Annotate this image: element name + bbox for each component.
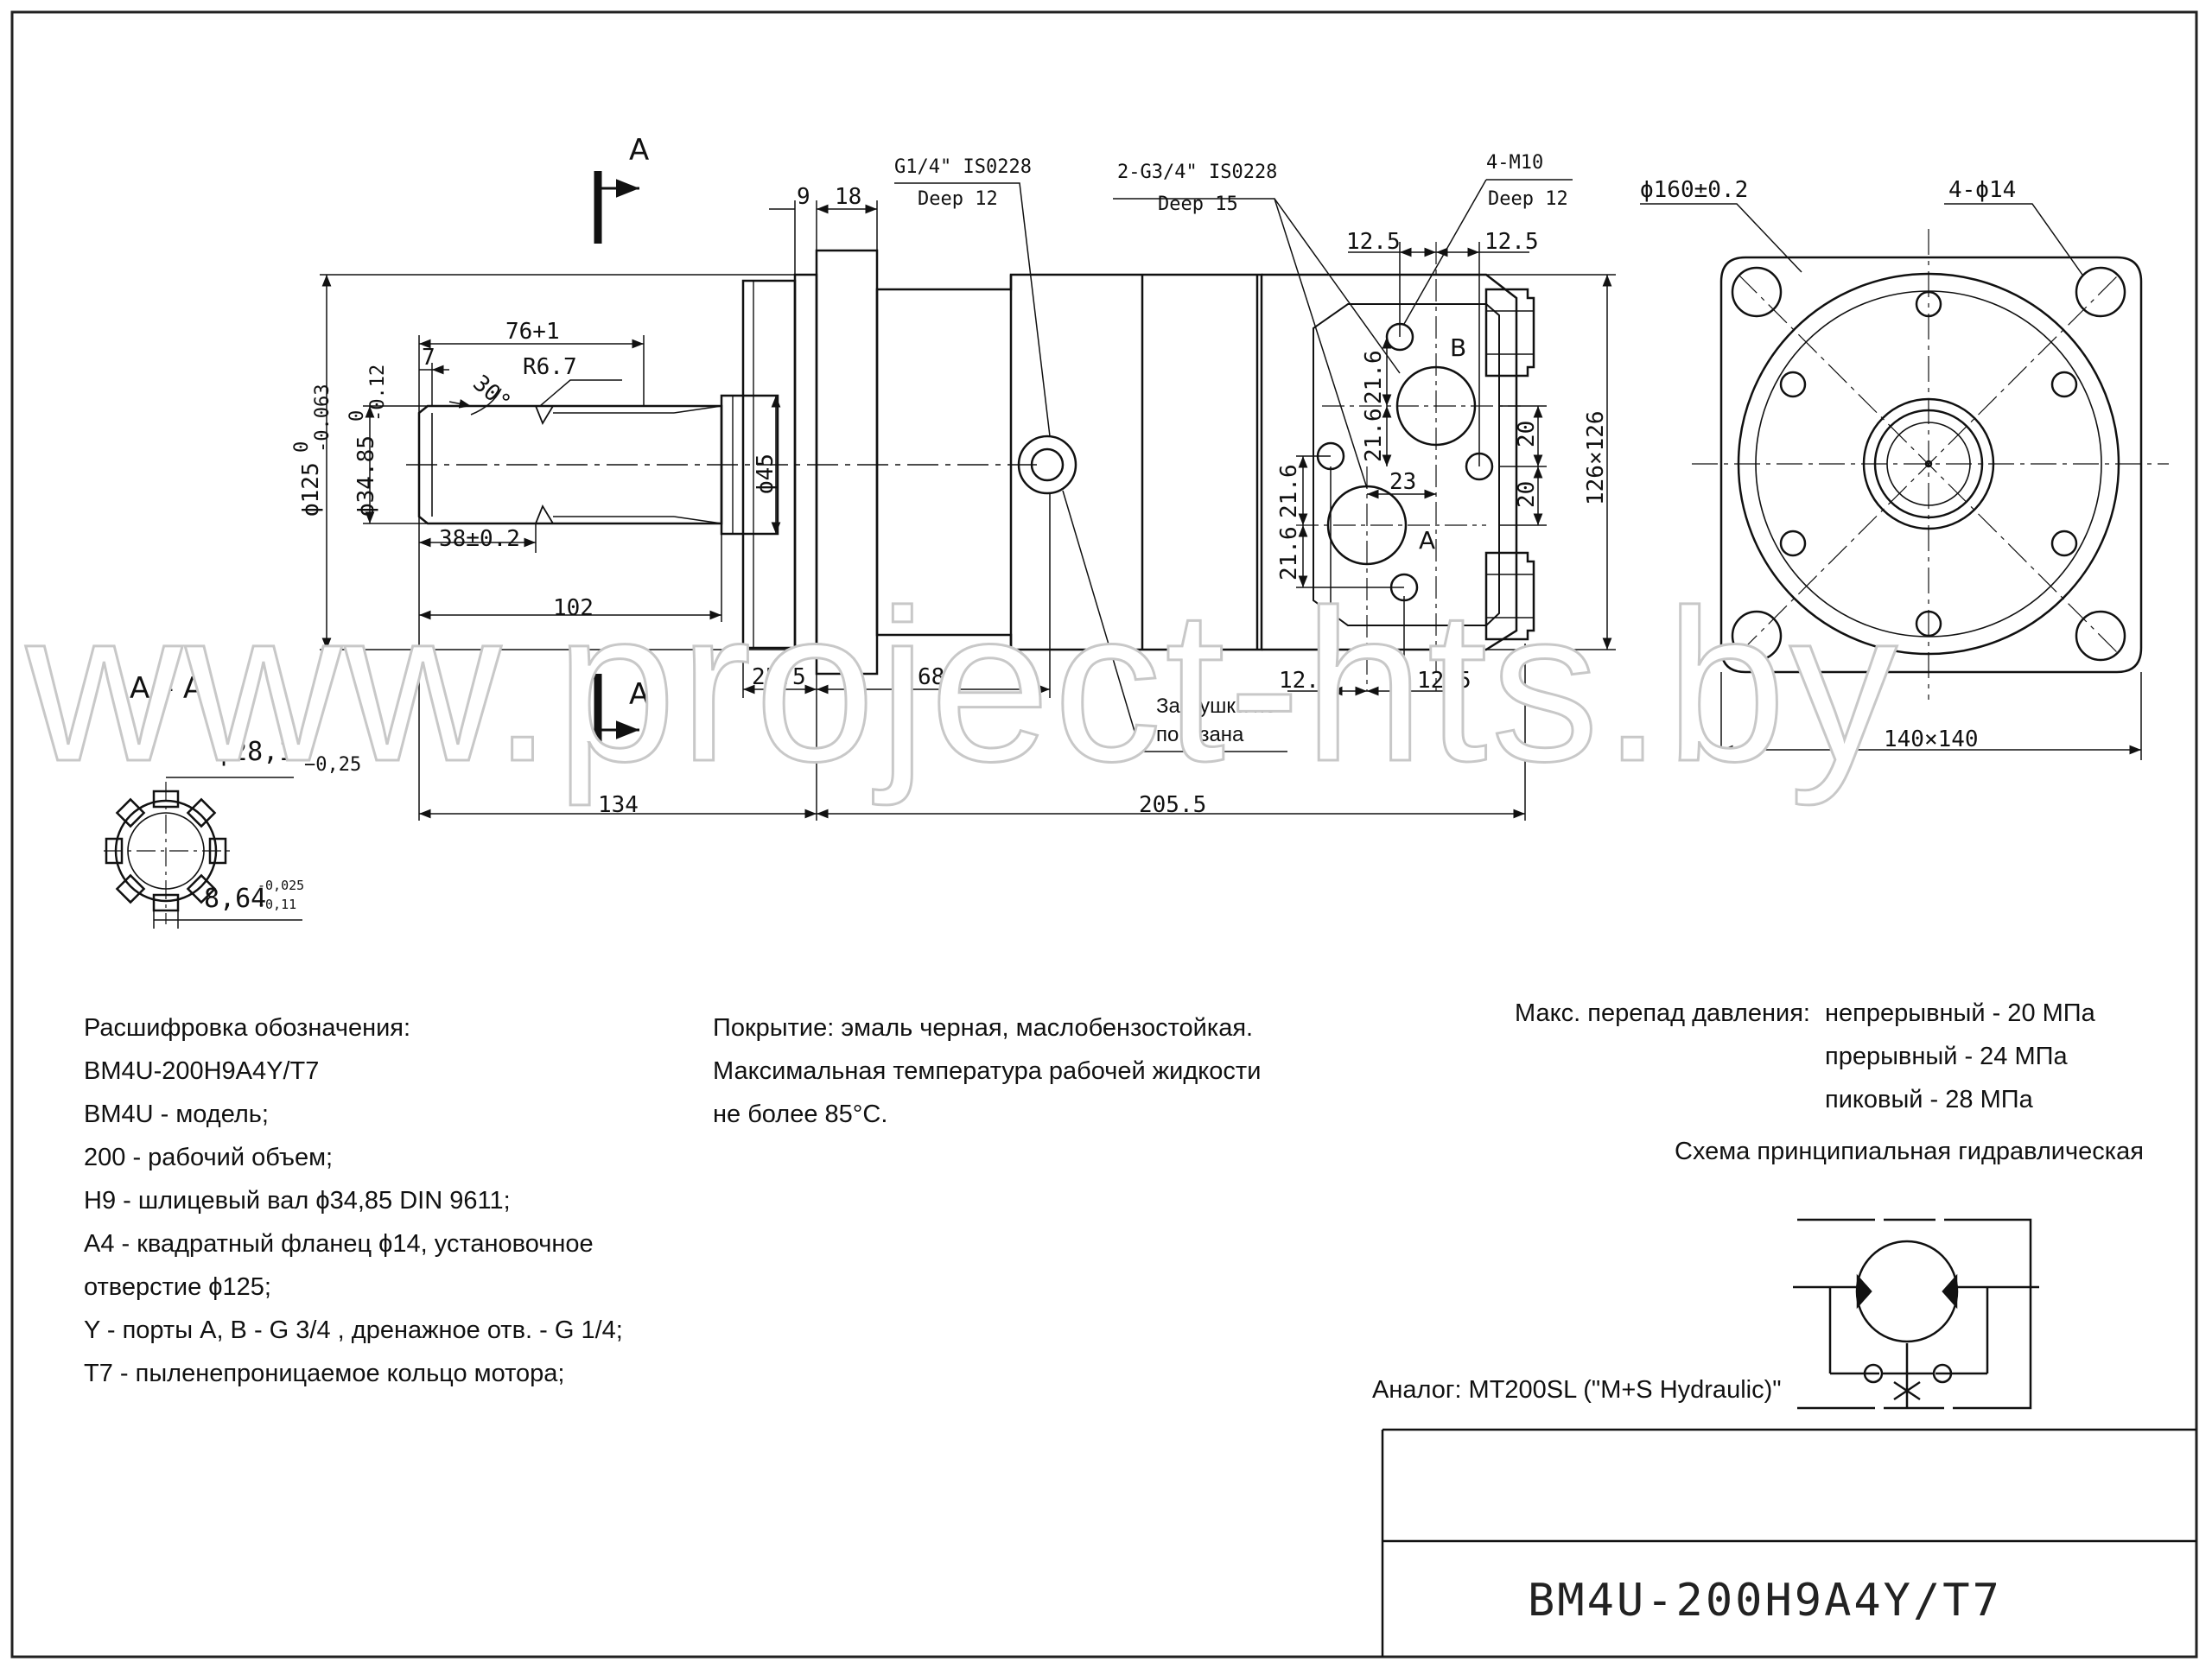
flange-holes-callout: 4-ϕ14 (1948, 177, 2016, 203)
dim-25-5: 25.5 (752, 664, 806, 690)
dim-dia3485-lo: -0.12 (367, 365, 389, 422)
designation-notes: Расшифровка обозначения: BM4U-200H9A4Y/T… (84, 1006, 623, 1395)
dim-12-5-top-right: 12.5 (1484, 229, 1539, 255)
dim-angle: 30° (467, 371, 515, 416)
dimension-lines (320, 179, 1616, 821)
section-mark-a-bottom: A (629, 677, 649, 712)
dim-9: 9 (797, 184, 810, 210)
dim-r67: R6.7 (523, 354, 577, 380)
thread-depth: Deep 12 (1488, 188, 1568, 210)
analog-note: Аналог: MT200SL ("M+S Hydraulic)" (1372, 1376, 1782, 1404)
decoding-line: BM4U-200H9A4Y/T7 (84, 1057, 320, 1085)
dim-12-5-top-left: 12.5 (1346, 229, 1401, 255)
dim-76: 76+1 (505, 319, 560, 345)
key-width-hi: -0,025 (257, 878, 304, 893)
pressure-line: пиковый - 28 МПа (1825, 1086, 2033, 1113)
decoding-line: Расшифровка обозначения: (84, 1014, 411, 1042)
main-ports-callout: 2-G3/4" IS0228 (1117, 162, 1277, 183)
spline-diameter-hi: 0 (304, 725, 315, 746)
dim-dia125-group: ϕ125 0 -0.063 (291, 384, 334, 517)
title-designation: BM4U-200H9A4Y/T7 (1528, 1575, 2002, 1627)
schema-title: Схема принципиальная гидравлическая (1675, 1138, 2144, 1165)
dim-dia3485-group: ϕ34.85 0 -0.12 (346, 365, 389, 517)
dim-7: 7 (422, 345, 435, 371)
pressure-label: Макс. перепад давления: (1515, 999, 1810, 1027)
plug-note-line1: Заглушка не (1156, 695, 1276, 718)
spline-diameter-lo: −0,25 (304, 754, 361, 776)
dim-126: 126×126 (1583, 410, 1609, 505)
coating-notes: Покрытие: эмаль черная, маслобензостойка… (713, 1006, 1261, 1136)
dim-12-5-bottom-left: 12.5 (1279, 668, 1333, 694)
pressure-line: прерывный - 24 МПа (1825, 1043, 2068, 1070)
decoding-line: отверстие ϕ125; (84, 1273, 271, 1301)
sheet-border (10, 10, 2198, 1659)
decoding-line: 200 - рабочий объем; (84, 1144, 334, 1171)
dim-dia125-lo: -0.063 (312, 384, 334, 453)
pressure-values: непрерывный - 20 МПа прерывный - 24 МПа … (1825, 992, 2095, 1121)
plug-note-line2: показана (1156, 723, 1244, 746)
dim-21-6-a: 21.6 (1361, 350, 1387, 404)
dim-21-6-c: 21.6 (1276, 464, 1302, 518)
hydraulic-schematic (1793, 1218, 2039, 1410)
dim-18: 18 (835, 184, 861, 210)
coating-line: не более 85°C. (713, 1101, 888, 1128)
key-width-lo: -0,11 (257, 897, 296, 912)
port-b-label: B (1450, 333, 1466, 362)
coating-line: Покрытие: эмаль черная, маслобензостойка… (713, 1014, 1254, 1042)
decoding-line: BM4U - модель; (84, 1101, 269, 1128)
dim-20-top: 20 (1514, 421, 1540, 447)
decoding-line: Y - порты A, B - G 3/4 , дренажное отв. … (84, 1316, 623, 1344)
dim-134: 134 (598, 792, 639, 818)
main-ports-depth: Deep 15 (1158, 193, 1238, 215)
dim-205-5: 205.5 (1139, 792, 1206, 818)
section-marks (594, 171, 639, 745)
drawing-labels: A A A – A B A G1/4" IS0228 Deep 12 2-G3/… (130, 133, 2016, 1627)
dim-102: 102 (553, 595, 594, 621)
dim-20-bottom: 20 (1514, 481, 1540, 508)
dim-21-6-b: 21.6 (1361, 408, 1387, 462)
section-mark-a-top: A (629, 133, 649, 168)
dim-140: 140×140 (1884, 726, 1979, 752)
section-a-a-view (104, 777, 302, 929)
key-width: 8,64 (204, 884, 266, 914)
pressure-line: непрерывный - 20 МПа (1825, 999, 2095, 1027)
motor-side-view (406, 242, 1535, 691)
port-a-label: A (1419, 526, 1435, 555)
dim-68: 68 (918, 664, 944, 690)
drain-port-depth: Deep 12 (918, 188, 998, 210)
dim-dia3485: ϕ34.85 (353, 435, 379, 517)
flange-diameter-callout: ϕ160±0.2 (1640, 177, 1748, 203)
dim-21-6-d: 21.6 (1276, 526, 1302, 580)
dim-dia3485-hi: 0 (346, 410, 368, 422)
dim-dia45: ϕ45 (753, 454, 779, 494)
dim-12-5-bottom-right: 12.5 (1417, 668, 1471, 694)
flange-front-view (1640, 203, 2169, 760)
dim-dia125: ϕ125 (298, 462, 324, 517)
thread-callout: 4-M10 (1486, 152, 1543, 174)
dim-38: 38±0.2 (439, 526, 520, 552)
spline-diameter: ϕ28,14 (216, 737, 309, 767)
dim-dia125-hi: 0 (291, 441, 313, 453)
coating-line: Максимальная температура рабочей жидкост… (713, 1057, 1262, 1085)
section-title: A – A (130, 671, 203, 706)
dim-23: 23 (1389, 469, 1416, 495)
watermark: www.project-hts.by (25, 565, 1901, 806)
decoding-line: T7 - пыленепроницаемое кольцо мотора; (84, 1360, 565, 1387)
decoding-line: A4 - квадратный фланец ϕ14, установочное (84, 1230, 594, 1258)
decoding-line: H9 - шлицевый вал ϕ34,85 DIN 9611; (84, 1187, 511, 1215)
title-block (1381, 1428, 2196, 1657)
drain-port-callout: G1/4" IS0228 (894, 156, 1032, 178)
